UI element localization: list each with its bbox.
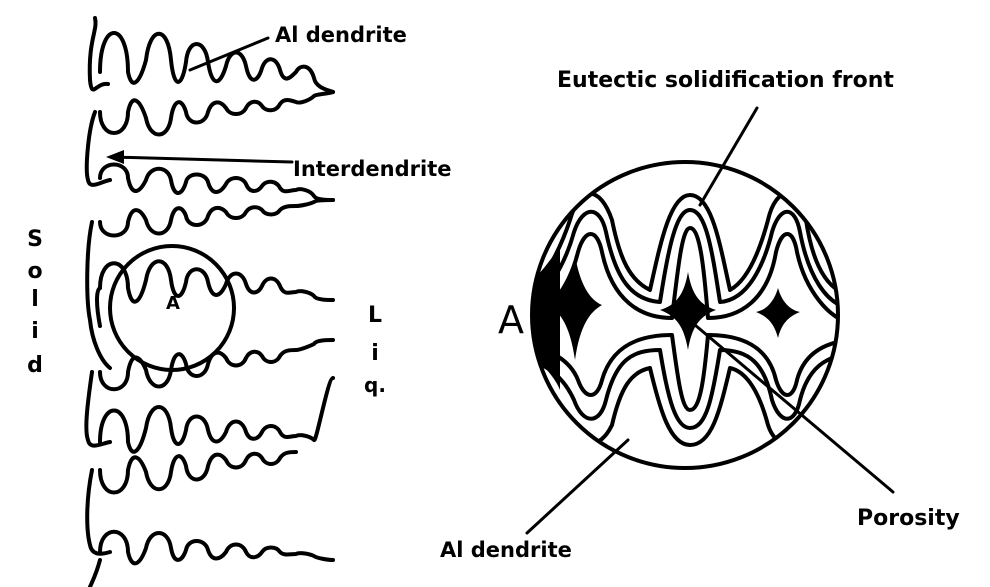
solid-letter: S <box>27 227 43 252</box>
liq-label: L i q. <box>364 303 386 397</box>
solid-letter: i <box>31 319 39 344</box>
dendrite-arm <box>86 372 333 493</box>
al-dendrite-label-top: Al dendrite <box>275 23 407 47</box>
region-a-label-large: A <box>498 298 524 342</box>
solid-letter: l <box>31 287 39 312</box>
dendrite-array <box>86 18 333 587</box>
al-dendrite-bottom-leader <box>527 440 628 533</box>
interdendrite-label: Interdendrite <box>293 157 452 181</box>
region-a-label-small: A <box>166 293 180 314</box>
eutectic-front-leader <box>700 108 757 205</box>
al-dendrite-top-leader <box>190 38 268 70</box>
solid-label: S o l i d <box>27 227 43 378</box>
eutectic-front-label: Eutectic solidification front <box>557 68 894 93</box>
dendrite-arm <box>87 222 333 389</box>
porosity-label: Porosity <box>857 506 960 531</box>
interdendrite-arrow <box>106 150 292 164</box>
magnified-region-a <box>520 162 850 468</box>
porosity-leader <box>695 325 893 492</box>
porosity-pore <box>756 288 800 338</box>
liq-letter: L <box>368 303 382 328</box>
solid-letter: d <box>27 353 43 378</box>
al-dendrite-label-bottom: Al dendrite <box>440 538 572 562</box>
liq-letter: i <box>371 341 379 366</box>
solid-letter: o <box>27 259 42 284</box>
liq-letter: q. <box>364 373 386 397</box>
